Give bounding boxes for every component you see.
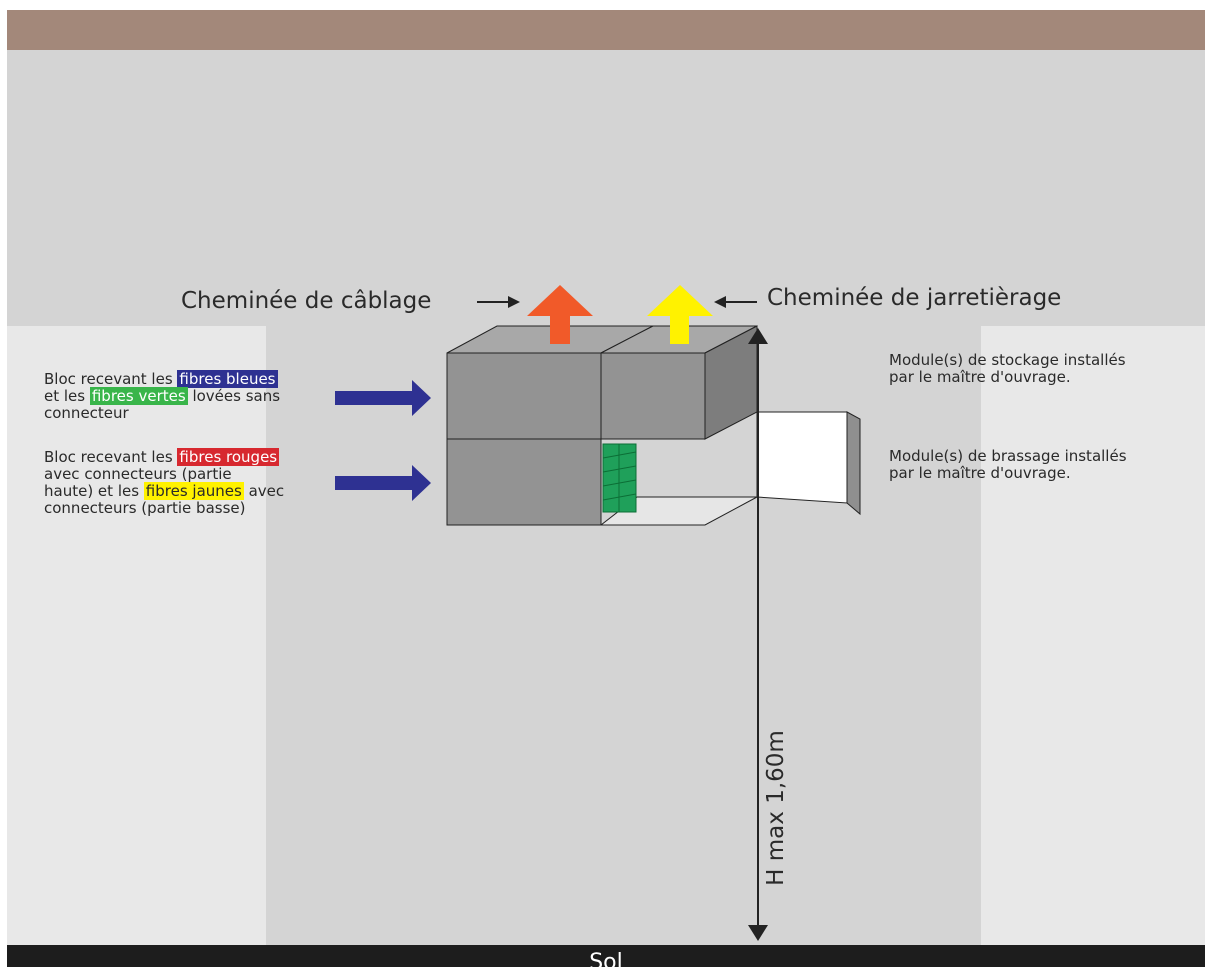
stockage-line1: Module(s) de stockage installés [889, 351, 1126, 369]
patching-block-front [446, 438, 602, 526]
height-arrow-bottom [748, 925, 768, 941]
bloc1-line2: et les [44, 387, 90, 405]
bloc1-line2-end: lovées sans [187, 387, 281, 405]
fibres-bleues-highlight: fibres bleues [177, 370, 278, 388]
floor-bar: Sol [7, 945, 1205, 967]
storage-block-front-left [446, 352, 602, 440]
right-side-panel [981, 326, 1205, 945]
floor-label: Sol [589, 950, 623, 967]
patching-door-panel [846, 411, 861, 516]
fibres-vertes-highlight: fibres vertes [89, 387, 188, 405]
fibres-rouges-highlight: fibres rouges [177, 448, 280, 466]
arrow-right-small-head [508, 296, 520, 308]
bloc-brassage-description: Bloc recevant les fibres rouges avec con… [44, 448, 334, 517]
ceiling-band [7, 10, 1205, 50]
brassage-module-description: Module(s) de brassage installés par le m… [889, 448, 1199, 482]
left-side-panel [7, 326, 266, 945]
arrow-blue-storage [335, 380, 431, 416]
fibres-jaunes-highlight: fibres jaunes [143, 482, 244, 500]
arrow-up-yellow [647, 285, 713, 344]
arrow-up-orange [527, 285, 593, 344]
storage-block-front-right [600, 352, 706, 440]
green-connectors [602, 443, 637, 513]
bloc2-line3: haute) et les [44, 482, 144, 500]
bloc1-line3: connecteur [44, 404, 129, 422]
cheminee-cablage-label: Cheminée de câblage [181, 288, 432, 314]
cheminee-jarretierage-label: Cheminée de jarretièrage [767, 285, 1062, 311]
height-max-label: H max 1,60m [763, 730, 789, 886]
height-arrow-top [748, 328, 768, 344]
bloc-stockage-description: Bloc recevant les fibres bleues et les f… [44, 370, 334, 422]
bloc2-line2: avec connecteurs (partie [44, 465, 232, 483]
patching-door-frame [756, 411, 848, 504]
stockage-line2: par le maître d'ouvrage. [889, 368, 1071, 386]
bloc2-line1: Bloc recevant les [44, 448, 178, 466]
brassage-line1: Module(s) de brassage installés [889, 447, 1127, 465]
bloc2-line4: connecteurs (partie basse) [44, 499, 246, 517]
bloc2-line3-end: avec [243, 482, 285, 500]
arrow-blue-patching [335, 465, 431, 501]
arrow-left-small-head [714, 296, 726, 308]
brassage-line2: par le maître d'ouvrage. [889, 464, 1071, 482]
stockage-module-description: Module(s) de stockage installés par le m… [889, 352, 1199, 386]
bloc1-line1: Bloc recevant les [44, 370, 178, 388]
